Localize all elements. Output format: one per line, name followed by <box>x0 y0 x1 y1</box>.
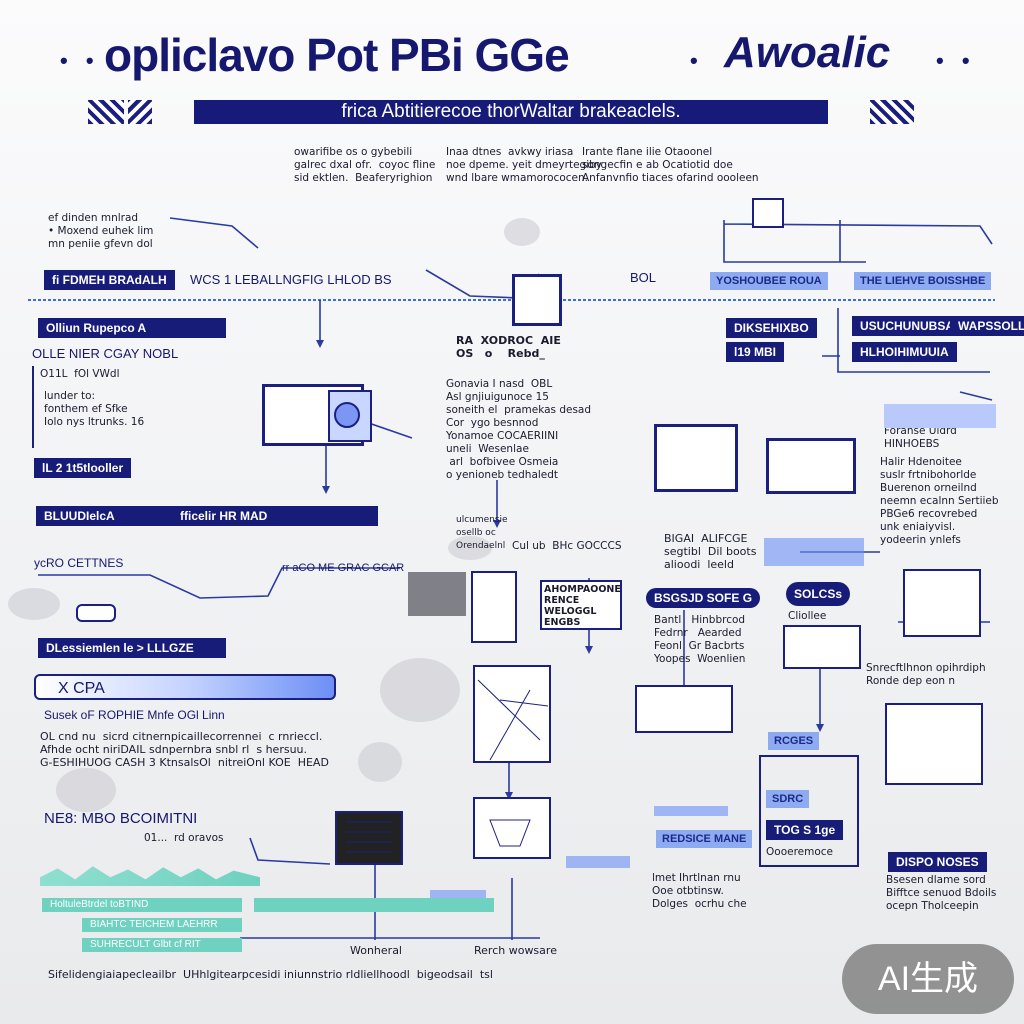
sub-heading: ycRO CETTNES <box>34 556 124 570</box>
center-head: RA XODROC AIE OS o Rebd_ <box>456 334 561 360</box>
wide-chip-b: fficelir HR MAD <box>180 509 268 523</box>
list-items: lunder to: fonthem ef Sfke Iolo nys ltru… <box>44 390 145 428</box>
chip-mid-sub: Cliollee <box>788 610 827 622</box>
toggle-icon <box>76 604 116 622</box>
right-box-2 <box>766 438 856 494</box>
chip-mid-2: SOLCSs <box>786 582 851 606</box>
ai-generated-badge: AI生成 <box>842 944 1014 1014</box>
checker-icon-left-2 <box>128 100 152 124</box>
chip-row-2: l19 MBI <box>726 342 785 362</box>
small-heading: NE8: MBO BCOIMITNI <box>44 810 198 827</box>
list-bracket <box>32 366 124 448</box>
teal-bar-4 <box>254 898 494 912</box>
lower-chip: RCGES <box>768 732 820 750</box>
mid-heading: BIGAI ALIFCGE segtibl Dil boots alioodi … <box>664 532 757 571</box>
sub-heading-2: Susek oF ROPHIE Mnfe OGl Linn <box>44 708 225 722</box>
title-dots-right: • • <box>936 48 976 73</box>
subtitle-banner: frica Abtitierecoe thorWaltar brakeaclel… <box>194 100 828 124</box>
chip-row-2b: HLHOIHIMUUIA <box>852 342 957 362</box>
right-box-1 <box>654 424 738 492</box>
note-top: BOL <box>630 270 657 285</box>
right-column-text: Halir Hdenoitee suslr frtnibohorlde Buer… <box>880 456 999 546</box>
checker-icon-left <box>88 100 124 124</box>
main-title: opliclavo Pot PBi GGe <box>104 29 570 81</box>
intro-col-3: Irante flane ilie Otaoonel songecfin e a… <box>582 146 759 184</box>
right-text: Bsesen dlame sord Bifftce senuod Bdoils … <box>886 874 997 912</box>
top-chip-b: THE LIEHVE BOISSHBE <box>854 272 992 290</box>
plug-icon <box>752 198 784 228</box>
lower-chip-3: TOG S 1ge <box>766 820 844 840</box>
label-box: AHOMPAOONE RENCE WELOGGL ENGBS <box>540 580 622 630</box>
circle-icon <box>334 402 360 428</box>
left-note: ef dinden mnlrad • Moxend euhek lim mn p… <box>48 212 154 250</box>
small-subheading: 01... rd oravos <box>144 832 224 844</box>
lower-note: Oooeremoce <box>766 846 834 858</box>
section-heading: OLLE NIER CGAY NOBL <box>32 346 179 361</box>
caption-1: Wonheral <box>350 944 402 957</box>
chip-row-1b: USUCHUNUBSA <box>852 316 963 336</box>
arrow-text: Cul ub BHc GOCCCS <box>512 540 622 552</box>
caption-2: Rerch wowsare <box>474 944 557 957</box>
footer-text: Sifelidengiaiapecleailbr UHhlgitearpcesi… <box>48 968 493 981</box>
title-bar: • • opliclavo Pot PBi GGe • Awoalic • • <box>0 22 1024 82</box>
photo-thumb <box>408 572 466 616</box>
label-box-text: AHOMPAOONE RENCE WELOGGL ENGBS <box>544 584 621 628</box>
intro-col-1: owarifibe os o gybebili galrec dxal ofr.… <box>294 146 436 184</box>
center-right-head: rr aCO ME GRAC GCAR <box>282 562 405 574</box>
small-chip: lL 2 1t5tlooller <box>34 458 132 478</box>
list-title: O11L fOl VWdl <box>40 368 120 380</box>
section-chip: Olliun Rupepco A <box>38 318 226 338</box>
small-right-chip <box>884 404 996 428</box>
chip-row-1c: WAPSSOLL <box>950 316 1024 336</box>
light-chip-left: REDSICE MANE <box>656 830 753 848</box>
title-dots-mid: • <box>690 48 704 73</box>
chip-row-1: DIKSEHIXBO <box>726 318 817 338</box>
gradient-bar: X CPA <box>34 674 336 700</box>
title-dots-left: • • <box>60 48 100 73</box>
checker-icon-right <box>870 100 914 124</box>
lower-text: lmet Ihrtlnan rnu Ooe otbtinsw. Dolges o… <box>652 872 747 910</box>
teal-bar-3: SUHRECULT Glbt cf RIT <box>82 938 242 952</box>
lower-chip-2: SDRC <box>766 790 810 808</box>
wide-chip-a: BLUUDIelcA <box>44 509 115 523</box>
row-chip-1: fi FDMEH BRAdALH <box>44 270 175 290</box>
row-text: WCS 1 LEBALLNGFIG LHLOD BS <box>190 272 392 287</box>
intro-col-2: Inaa dtnes avkwy iriasa noe dpeme. yeit … <box>446 146 602 184</box>
wide-chip: BLUUDIelcA fficelir HR MAD <box>36 506 378 526</box>
chip-mid: BSGSJD SOFE G <box>646 588 761 608</box>
mid-list: Bantl Hinbbrcod Fedrnr Aearded Feonl Gr … <box>654 614 746 665</box>
center-text: Gonavia I nasd OBL Asl gnjiuigunoce 15 s… <box>446 378 592 481</box>
teal-bar-1: HoltuleBtrdel toBTIND <box>42 898 242 912</box>
center-small-text: ulcumensie osellb oc Orendaelnl <box>456 515 508 551</box>
right-chip: DISPO NOSES <box>888 852 987 872</box>
title-right: Awoalic <box>724 28 891 77</box>
top-chip-a: YOSHOUBEE ROUA <box>710 272 828 290</box>
center-square <box>512 274 562 326</box>
teal-bar-2: BIAHTC TEICHEM LAEHRR <box>82 918 242 932</box>
right-label: Snrecftlhnon opihrdiph Ronde dep eon n <box>866 662 986 687</box>
dl-chip: DLessiemlen le > LLLGZE <box>38 638 226 658</box>
paragraph: OL cnd nu sicrd citnernpicaillecorrennei… <box>40 730 329 769</box>
